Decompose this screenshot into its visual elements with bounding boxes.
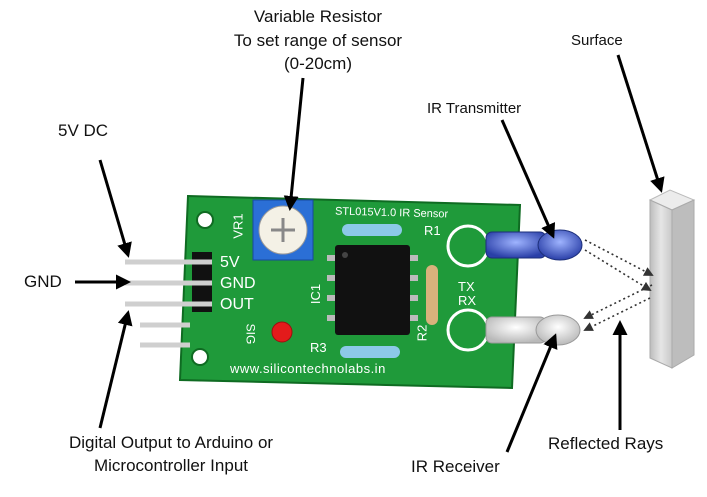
label-r1: R1	[424, 223, 441, 238]
label-vr1: VR1	[230, 213, 246, 239]
label-variable-resistor-2: To set range of sensor	[233, 31, 403, 50]
label-digital-output-2: Microcontroller Input	[93, 456, 249, 475]
header-pins	[125, 252, 212, 348]
board-website: www.silicontechnolabs.in	[230, 361, 386, 376]
label-ir-receiver: IR Receiver	[411, 457, 500, 476]
label-rx: RX	[458, 293, 477, 308]
arrow-5v	[98, 159, 132, 258]
label-digital-output-1: Digital Output to Arduino or	[68, 433, 274, 452]
label-ic1: IC1	[308, 283, 324, 305]
potentiometer	[252, 199, 314, 261]
label-gnd: GND	[24, 272, 62, 291]
mount-hole-top	[196, 211, 214, 229]
status-led	[271, 321, 293, 343]
label-variable-resistor-1: Variable Resistor	[253, 7, 383, 26]
ic-chip	[327, 245, 418, 335]
pin-label-out: OUT	[220, 296, 254, 313]
ir-rays	[583, 239, 654, 331]
label-r3: R3	[310, 340, 327, 355]
label-r2: R2	[414, 324, 430, 342]
pin-label-gnd: GND	[220, 275, 256, 292]
label-surface: Surface	[571, 32, 623, 49]
arrow-ir-transmitter	[500, 119, 556, 239]
ir-transmitter	[485, 229, 583, 261]
pin-label-5v: 5V	[220, 254, 240, 271]
annotation-arrows	[75, 54, 665, 453]
arrow-surface	[616, 54, 665, 193]
label-reflected-rays: Reflected Rays	[548, 434, 664, 453]
arrow-variable-resistor	[283, 77, 305, 211]
ir-receiver	[485, 314, 581, 346]
label-5v-dc: 5V DC	[58, 121, 109, 140]
resistors	[340, 224, 438, 358]
surface-block	[648, 189, 696, 369]
label-sig: SIG	[243, 323, 258, 345]
arrow-ir-receiver	[505, 333, 558, 453]
arrow-out	[98, 310, 133, 429]
label-ir-transmitter: IR Transmitter	[427, 100, 522, 117]
label-tx: TX	[458, 279, 475, 294]
mount-hole-bottom	[191, 348, 209, 366]
label-variable-resistor-3: (0-20cm)	[283, 54, 353, 73]
